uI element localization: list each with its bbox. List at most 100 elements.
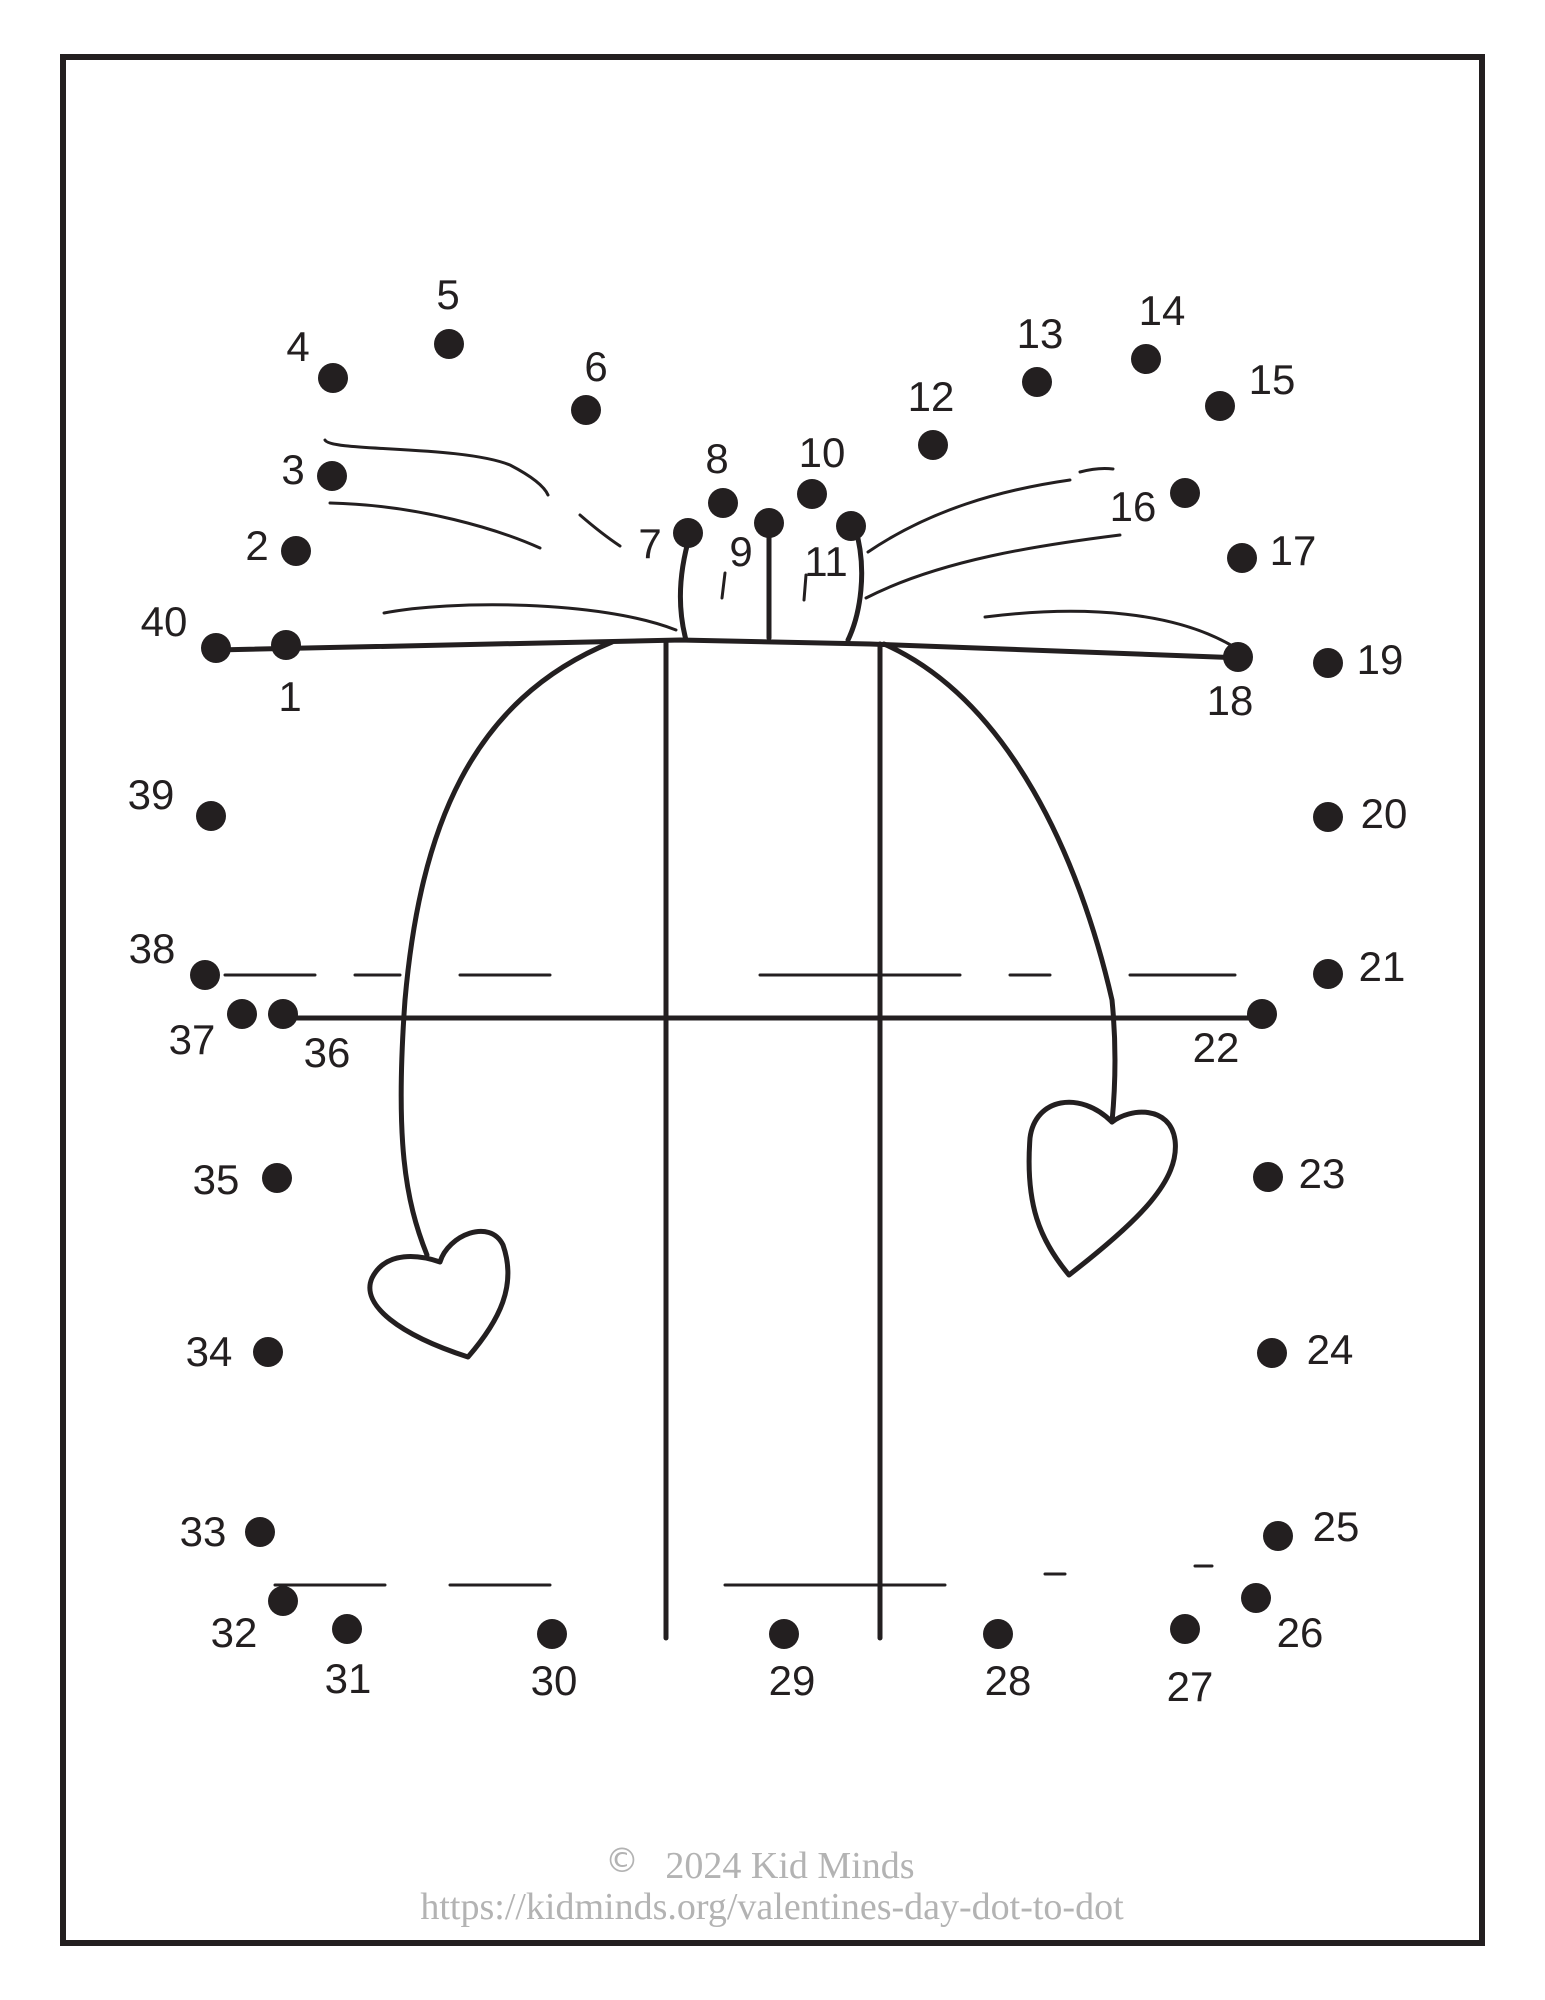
dot-13: 13 [1017,310,1064,397]
dot-number-label: 32 [211,1609,258,1656]
dot-number-label: 21 [1359,943,1406,990]
dot-number-label: 36 [304,1029,351,1076]
dot-number-label: 37 [169,1016,216,1063]
dot-marker [268,1586,298,1616]
left-string [398,639,615,1258]
dot-number-label: 28 [985,1657,1032,1704]
dot-marker [836,511,866,541]
dot-number-label: 15 [1249,356,1296,403]
dot-number-label: 18 [1207,677,1254,724]
dot-marker [1131,344,1161,374]
dot-marker [673,518,703,548]
dot-number-label: 26 [1277,1609,1324,1656]
dot-marker [1313,802,1343,832]
dot-29: 29 [769,1619,816,1704]
dot-marker [227,999,257,1029]
dot-6: 6 [571,343,608,425]
dot-marker [1263,1521,1293,1551]
bow-left-upper [323,438,550,497]
dot-8: 8 [705,435,738,518]
dot-marker [245,1517,275,1547]
bow-right-lower [983,609,1244,654]
dot-4: 4 [286,323,348,393]
dot-19: 19 [1313,636,1403,683]
dot-marker [1241,1583,1271,1613]
dot-marker [754,508,784,538]
dot-number-label: 35 [193,1156,240,1203]
dot-marker [271,630,301,660]
dot-marker [1227,543,1257,573]
knot-stem-left [677,532,693,643]
dot-15: 15 [1205,356,1295,421]
left-heart-icon [367,1228,511,1360]
dot-number-label: 16 [1110,483,1157,530]
page-border [60,54,1485,1946]
dot-marker [918,430,948,460]
dot-marker [434,329,464,359]
bow-left-mid [328,501,542,550]
bow-left-accent [578,513,622,548]
dot-marker [281,536,311,566]
dot-1: 1 [271,630,302,720]
dot-marker [1205,391,1235,421]
dot-marker [1253,1162,1283,1192]
dot-number-label: 2 [245,522,268,569]
dot-36: 36 [268,999,350,1076]
dot-number-label: 7 [638,520,661,567]
dot-31: 31 [325,1614,371,1702]
dot-marker [268,999,298,1029]
dot-number-label: 29 [769,1657,816,1704]
dot-32: 32 [211,1586,298,1656]
dot-number-label: 11 [804,538,848,585]
dot-number-label: 14 [1139,287,1186,334]
dot-number-label: 5 [436,271,459,318]
dot-marker [318,363,348,393]
dot-27: 27 [1167,1614,1214,1710]
dot-34: 34 [186,1328,283,1375]
dot-26: 26 [1241,1583,1323,1656]
dot-35: 35 [193,1156,292,1203]
knot-stem-right [845,524,865,643]
dot-12: 12 [908,373,955,460]
dot-number-label: 22 [1193,1024,1240,1071]
copyright-symbol: © [605,1841,639,1881]
dot-30: 30 [531,1619,577,1704]
dot-7: 7 [638,518,703,567]
dot-number-label: 12 [908,373,955,420]
dot-number-label: 1 [278,673,301,720]
dot-marker [1247,999,1277,1029]
dot-number-label: 4 [286,323,309,370]
dot-number-label: 13 [1017,310,1064,357]
bow-right-mid [864,533,1122,600]
dot-number-label: 6 [584,343,607,390]
dot-21: 21 [1313,943,1405,990]
dot-marker [1223,642,1253,672]
right-string [881,641,1118,1125]
dot-25: 25 [1263,1503,1359,1551]
dot-number-label: 20 [1361,790,1408,837]
dot-marker [769,1619,799,1649]
right-heart-icon [1026,1099,1178,1278]
dot-number-label: 10 [799,429,846,476]
gift-box-drawing [213,438,1270,1641]
source-url[interactable]: https://kidminds.org/valentines-day-dot-… [420,1886,1124,1928]
dot-marker [1170,1614,1200,1644]
dot-16: 16 [1110,478,1200,530]
dot-10: 10 [797,429,845,509]
dot-number-label: 23 [1299,1150,1346,1197]
dot-number-label: 9 [729,528,752,575]
dot-marker [537,1619,567,1649]
dot-18: 18 [1207,642,1254,724]
knot-mark-left [720,571,727,600]
dot-marker [1257,1338,1287,1368]
dot-marker [196,801,226,831]
lid-top-line [213,637,1246,661]
dot-number-label: 3 [281,446,304,493]
dot-5: 5 [434,271,464,359]
dot-marker [797,479,827,509]
dot-9: 9 [729,508,784,575]
dot-marker [1022,367,1052,397]
dot-number-label: 27 [1167,1663,1214,1710]
dot-marker [190,960,220,990]
copyright-text: 2024 Kid Minds [665,1845,914,1887]
